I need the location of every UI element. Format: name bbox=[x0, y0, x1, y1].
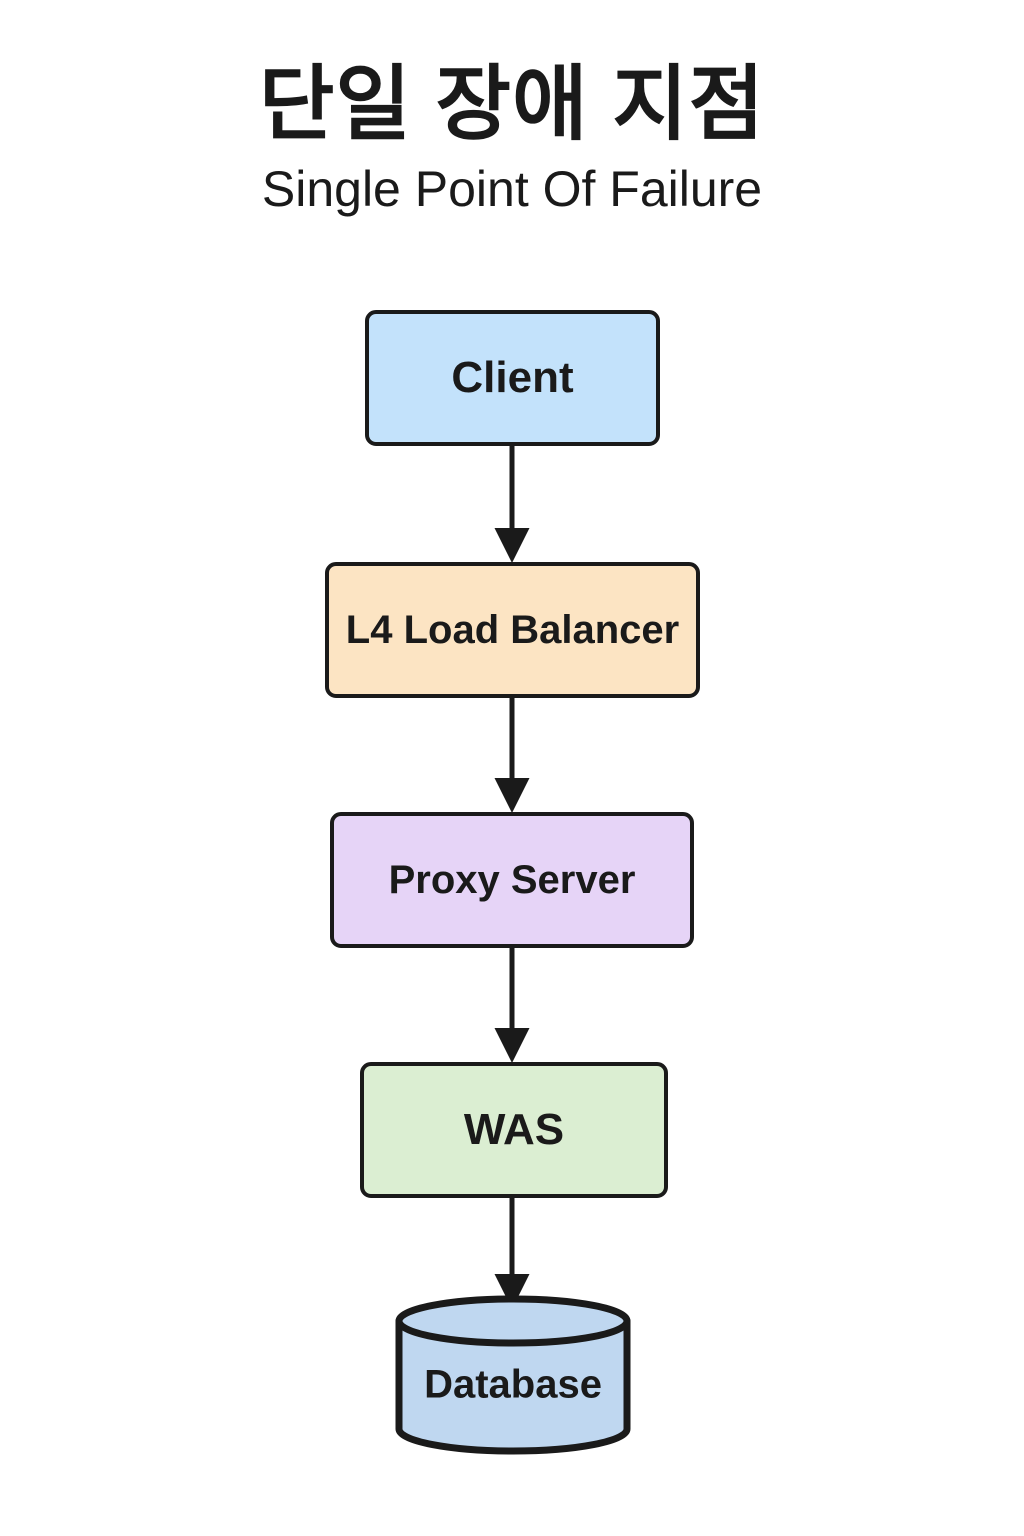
page-subtitle-english: Single Point Of Failure bbox=[261, 161, 763, 218]
diagram-header: 단일 장애 지점 Single Point Of Failure bbox=[0, 0, 1024, 217]
page-title-korean: 단일 장애 지점 bbox=[258, 59, 766, 150]
node-proxy-server-label: Proxy Server bbox=[388, 858, 636, 902]
node-load-balancer[interactable]: L4 Load Balancer bbox=[325, 562, 700, 698]
node-proxy-server[interactable]: Proxy Server bbox=[330, 812, 694, 948]
node-was-label: WAS bbox=[463, 1104, 565, 1154]
node-load-balancer-label: L4 Load Balancer bbox=[345, 608, 680, 652]
node-client-label: Client bbox=[451, 352, 574, 402]
node-database[interactable]: Database bbox=[395, 1295, 631, 1455]
database-cylinder-shape bbox=[395, 1295, 631, 1455]
node-client[interactable]: Client bbox=[365, 310, 660, 446]
node-was[interactable]: WAS bbox=[360, 1062, 668, 1198]
